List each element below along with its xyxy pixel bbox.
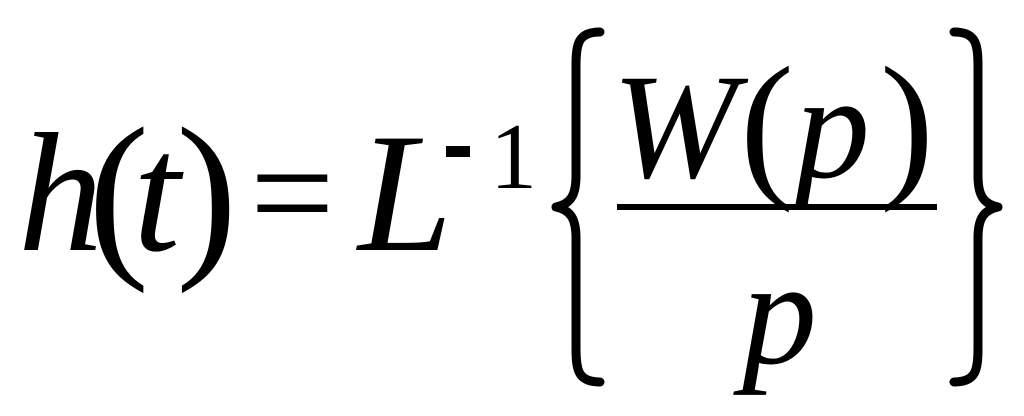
- numerator-function-name: W: [612, 44, 737, 210]
- lhs-function-name: h: [18, 99, 103, 287]
- numerator-open-paren: (: [740, 35, 794, 214]
- equals-sign: =: [250, 110, 335, 276]
- exponent-value: 1: [490, 105, 537, 209]
- denominator-variable: p: [742, 230, 817, 396]
- lhs-open-paren: (: [88, 90, 150, 294]
- left-curly-brace: [551, 27, 605, 387]
- lhs-argument: t: [133, 99, 181, 287]
- numerator-close-paren: ): [880, 35, 934, 214]
- exponent-minus-sign: [446, 146, 470, 157]
- lhs-close-paren: ): [176, 90, 238, 294]
- fraction-bar: [617, 204, 937, 210]
- laplace-operator-symbol: L: [358, 99, 453, 287]
- right-curly-brace: [949, 27, 1003, 387]
- numerator-argument: p: [795, 44, 870, 210]
